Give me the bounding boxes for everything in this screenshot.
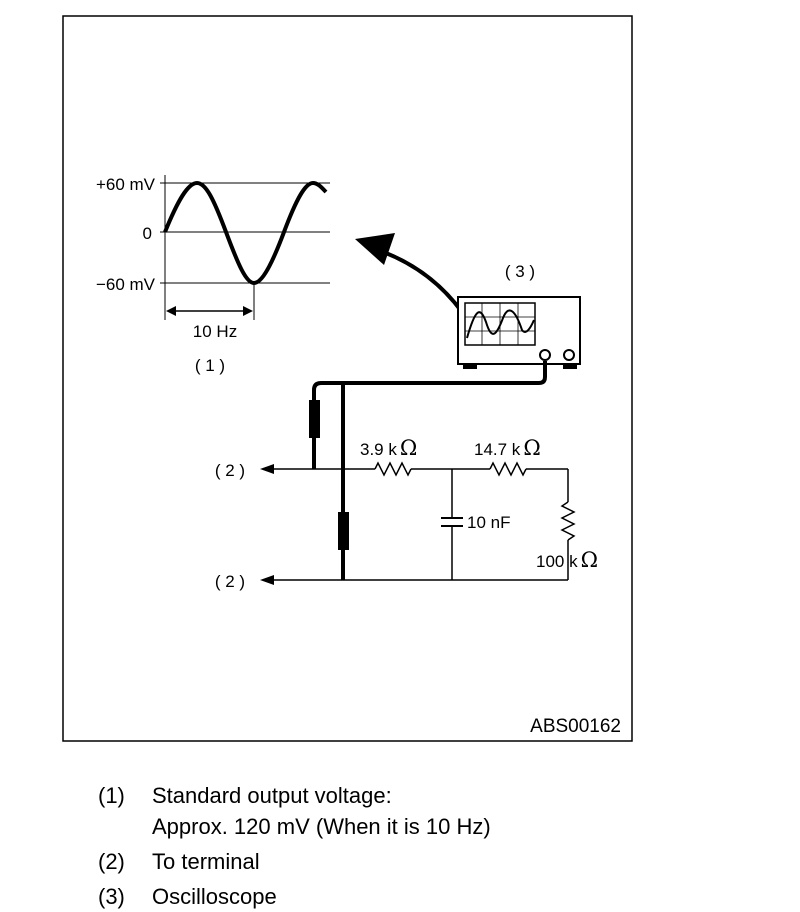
top-voltage-label: +60 mV — [96, 175, 156, 194]
figure-code: ABS00162 — [530, 716, 621, 737]
waveform-graph: +60 mV 0 −60 mV 10 Hz ( 1 ) — [96, 175, 330, 375]
zero-voltage-label: 0 — [143, 224, 152, 243]
scope-input-knob — [539, 349, 551, 361]
oscilloscope: ( 3 ) — [457, 262, 581, 369]
scope-knob — [563, 349, 575, 361]
scope-trace — [466, 309, 535, 339]
legend-text: Approx. 120 mV (When it is 10 Hz) — [152, 814, 491, 839]
waveform-ref-label: ( 1 ) — [195, 356, 225, 375]
c1-label: 10 nF — [467, 513, 510, 532]
legend-text: Standard output voltage: — [152, 783, 392, 808]
probe-clip-upper — [309, 400, 320, 438]
resistor-r2 — [489, 461, 527, 477]
legend-text: To terminal — [152, 849, 260, 874]
legend-num: (2) — [98, 849, 125, 874]
legend-text: Oscilloscope — [152, 884, 277, 909]
terminal-label-top: ( 2 ) — [215, 461, 245, 480]
legend-num: (3) — [98, 884, 125, 909]
probe-cable — [309, 361, 547, 580]
legend-num: (1) — [98, 783, 125, 808]
period-label: 10 Hz — [193, 322, 237, 341]
legend: (1) Standard output voltage: Approx. 120… — [98, 780, 778, 912]
sine-wave — [163, 180, 328, 286]
bottom-voltage-label: −60 mV — [96, 275, 156, 294]
diagram-figure: +60 mV 0 −60 mV 10 Hz ( 1 ) ( 3 ) — [62, 15, 633, 742]
probe-clip-lower — [338, 512, 349, 550]
legend-item-2: (2) To terminal — [98, 846, 778, 877]
scope-ref-label: ( 3 ) — [505, 262, 535, 281]
legend-item-1: (1) Standard output voltage: Approx. 120… — [98, 780, 778, 842]
terminal-label-bottom: ( 2 ) — [215, 572, 245, 591]
resistor-r1 — [374, 461, 412, 477]
resistor-r3 — [560, 501, 576, 541]
curved-arrow — [355, 233, 464, 314]
figure-frame — [62, 15, 633, 742]
legend-item-3: (3) Oscilloscope — [98, 881, 778, 912]
